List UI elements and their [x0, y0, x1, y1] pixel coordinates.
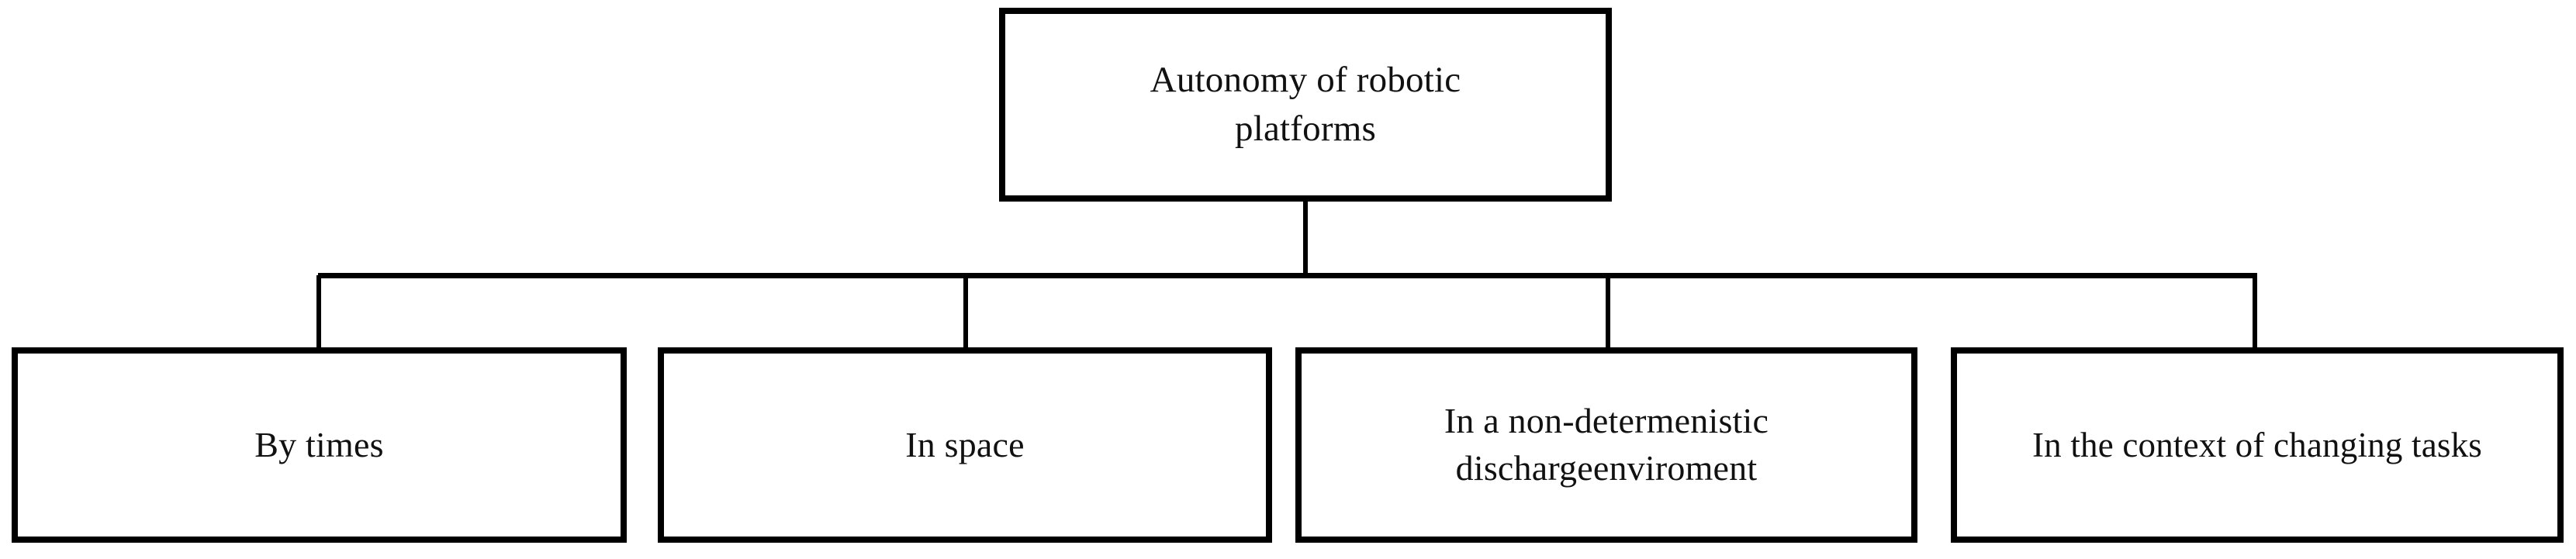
node-leaf-by-times: By times	[12, 347, 627, 543]
node-leaf-changing-tasks-label: In the context of changing tasks	[2032, 425, 2482, 464]
node-leaf-non-determenistic-environment: In a non-determenistic dischargeenvirome…	[1295, 347, 1917, 543]
node-leaf-changing-tasks: In the context of changing tasks	[1951, 347, 2564, 543]
connector-drop-to-non-determenistic	[1606, 275, 1610, 349]
node-leaf-non-determenistic-environment-label: In a non-determenistic dischargeenvirome…	[1444, 401, 1769, 488]
node-leaf-in-space: In space	[658, 347, 1272, 543]
node-root-autonomy-of-robotic-platforms: Autonomy of robotic platforms	[999, 8, 1612, 202]
node-leaf-in-space-label: In space	[905, 425, 1025, 465]
connector-horizontal-bus	[318, 273, 2257, 278]
connector-drop-to-changing-tasks	[2253, 275, 2257, 349]
connector-drop-to-by-times	[316, 275, 321, 349]
node-leaf-by-times-label: By times	[254, 425, 384, 465]
connector-drop-to-in-space	[963, 275, 968, 349]
connector-root-stem	[1303, 200, 1308, 278]
node-root-label: Autonomy of robotic platforms	[1150, 60, 1461, 149]
